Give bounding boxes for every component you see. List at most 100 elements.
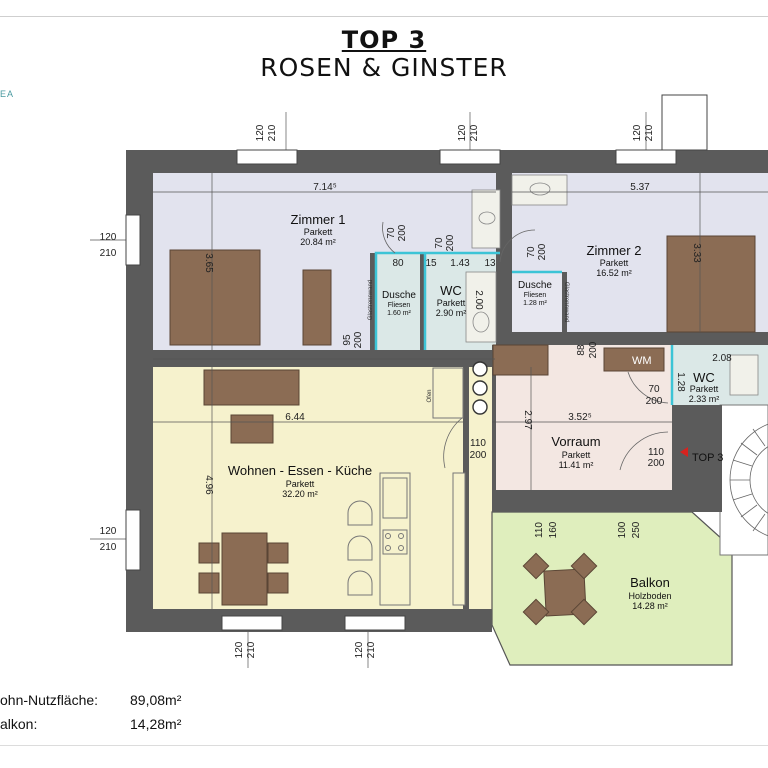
dim-door-88: 88 xyxy=(576,344,587,356)
dusche2-area: 1.28 m² xyxy=(523,300,547,307)
wc2-name: WC xyxy=(693,370,715,385)
dim-door-70a: 70 xyxy=(386,227,397,239)
entrance-arrow-icon xyxy=(680,447,688,457)
dim-window-left1a: 120 xyxy=(100,232,117,243)
dusche2-floor: Fliesen xyxy=(524,292,547,299)
dim-window-top1a: 120 xyxy=(255,124,266,141)
glass-wall-label-1: Glastrennwand xyxy=(368,280,374,320)
dim-window-bot2a: 120 xyxy=(354,641,365,658)
dim-door-110c: 110 xyxy=(534,522,545,538)
furniture xyxy=(169,235,756,606)
kitchen xyxy=(347,367,466,606)
stove-circles xyxy=(472,361,488,415)
dim-wc1-height: 2.00 xyxy=(473,290,484,310)
dim-door-200a: 200 xyxy=(397,224,408,241)
windows xyxy=(125,94,708,631)
dim-window-top3a: 120 xyxy=(632,124,643,141)
dim-window-left2b: 210 xyxy=(100,542,117,553)
dim-door-200d: 200 xyxy=(353,331,364,348)
wohnen-area: 32.20 m² xyxy=(282,489,318,499)
summary-value: 14,28m² xyxy=(130,716,182,732)
dim-dusche1-width: 80 xyxy=(392,258,404,269)
balkon-name: Balkon xyxy=(630,575,670,590)
dim-door-100: 100 xyxy=(617,521,628,538)
dim-window-left1b: 210 xyxy=(100,248,117,259)
dim-door-250: 250 xyxy=(631,521,642,538)
dim-door-200f: 200 xyxy=(646,396,663,407)
page-subtitle: ROSEN & GINSTER xyxy=(260,53,508,82)
dim-door-110a: 110 xyxy=(470,438,486,449)
dim-vorraum-height: 2.97 xyxy=(522,410,533,430)
vorraum-floor: Parkett xyxy=(562,450,591,460)
balkon-area: 14.28 m² xyxy=(632,601,668,611)
wc1-area: 2.90 m² xyxy=(436,308,467,318)
dim-window-bot1a: 120 xyxy=(234,641,245,658)
dim-door-200c: 200 xyxy=(537,243,548,260)
dim-13: 13 xyxy=(484,258,496,269)
zimmer1-name: Zimmer 1 xyxy=(291,212,346,227)
dim-window-top3b: 210 xyxy=(644,124,655,141)
wc1-name: WC xyxy=(440,283,462,298)
dim-window-top1b: 210 xyxy=(267,124,278,141)
dim-wc2-height: 1.28 xyxy=(675,372,686,392)
zimmer2-name: Zimmer 2 xyxy=(587,243,642,258)
wc2-area: 2.33 m² xyxy=(689,394,720,404)
zimmer1-floor: Parkett xyxy=(304,227,333,237)
dusche1-floor: Fliesen xyxy=(388,302,411,309)
dim-door-95: 95 xyxy=(342,334,353,346)
dim-window-top2a: 120 xyxy=(457,124,468,141)
dim-wc2-width: 2.08 xyxy=(712,353,732,364)
dusche2-name: Dusche xyxy=(518,280,552,291)
zimmer2-floor: Parkett xyxy=(600,258,629,268)
bottom-rule xyxy=(0,745,768,746)
ofen-label: Ofen xyxy=(427,389,433,402)
dim-door-110b: 110 xyxy=(648,447,664,458)
dim-15: 15 xyxy=(425,258,437,269)
balkon-floor: Holzboden xyxy=(628,591,671,601)
dim-door-70b: 70 xyxy=(434,237,445,249)
summary-label: alkon: xyxy=(0,716,38,732)
dim-wohnen-width: 6.44 xyxy=(285,412,305,423)
dim-door-160: 160 xyxy=(548,521,559,538)
dim-zimmer1-width: 7.14⁵ xyxy=(313,182,337,193)
dim-door-200e: 200 xyxy=(588,341,599,358)
top-rule xyxy=(0,16,768,17)
dim-door-200b: 200 xyxy=(445,234,456,251)
dim-wc1-width: 1.43 xyxy=(450,258,470,269)
dim-zimmer1-height: 3.65 xyxy=(203,253,214,273)
dim-window-left2a: 120 xyxy=(100,526,117,537)
balkon-floor xyxy=(491,511,733,666)
wc2-floor: Parkett xyxy=(690,384,719,394)
wc1-floor: Parkett xyxy=(437,298,466,308)
zimmer1-area: 20.84 m² xyxy=(300,237,336,247)
dim-door-70c: 70 xyxy=(526,246,537,258)
zimmer2-area: 16.52 m² xyxy=(596,268,632,278)
glass-wall-label-2: Glastrennwand xyxy=(563,282,569,322)
wohnen-floor: Parkett xyxy=(286,479,315,489)
dusche1-area: 1.60 m² xyxy=(387,310,411,317)
dusche1-name: Dusche xyxy=(382,290,416,301)
dim-window-bot1b: 210 xyxy=(246,641,257,658)
dim-window-bot2b: 210 xyxy=(366,641,377,658)
bath-outline xyxy=(374,251,674,405)
dim-zimmer2-height: 3.33 xyxy=(691,243,702,263)
dusche2-floor xyxy=(512,272,562,332)
vorraum-area: 11.41 m² xyxy=(559,460,594,470)
dim-zimmer2-width: 5.37 xyxy=(630,182,650,193)
dimension-lines xyxy=(90,112,768,668)
summary-label: ohn-Nutzfläche: xyxy=(0,692,99,708)
wohnen-name: Wohnen - Essen - Küche xyxy=(228,463,372,478)
dim-window-top2b: 210 xyxy=(469,124,480,141)
dim-wohnen-height: 4.96 xyxy=(203,475,214,495)
dim-door-70e: 70 xyxy=(648,384,660,395)
dim-door-200g: 200 xyxy=(470,450,487,461)
summary-value: 89,08m² xyxy=(130,692,182,708)
vorraum-name: Vorraum xyxy=(551,434,600,449)
page-title: TOP 3 xyxy=(341,26,427,54)
balcony-table-set xyxy=(522,552,598,626)
spiral-stairs xyxy=(729,423,768,537)
brand-fragment: EA xyxy=(0,89,15,99)
dim-vorraum-width: 3.52⁵ xyxy=(568,412,592,423)
wm-label: WM xyxy=(632,355,652,367)
